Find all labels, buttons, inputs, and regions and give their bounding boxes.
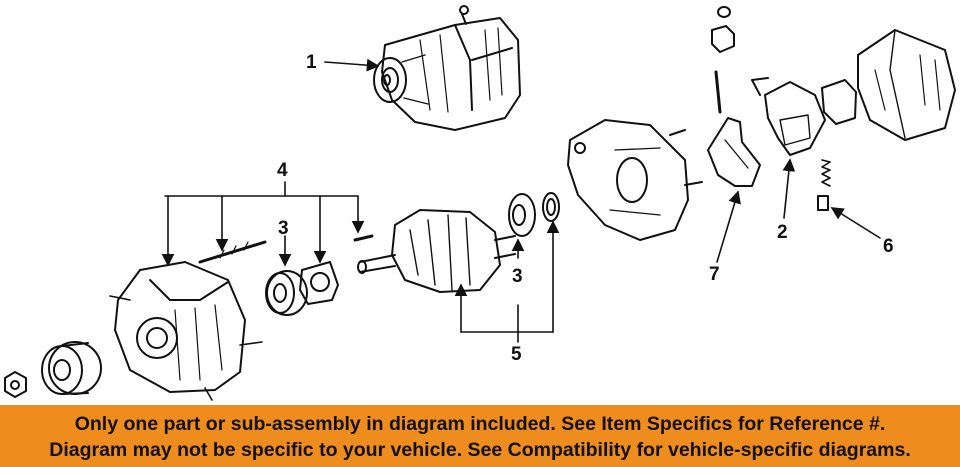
callout-3-left: 3 xyxy=(278,218,289,239)
terminal-insulator xyxy=(711,6,735,53)
through-bolt xyxy=(198,234,374,264)
pulley-nut xyxy=(4,371,27,398)
callout-1: 1 xyxy=(306,52,317,73)
callout-2: 2 xyxy=(777,222,788,243)
bearing-slip-ring-end xyxy=(508,193,536,237)
voltage-regulator xyxy=(751,77,826,156)
brush-spring xyxy=(821,159,831,187)
bearing-retainer xyxy=(299,261,339,305)
bearing-drive-end xyxy=(265,270,308,316)
bearing-cover xyxy=(542,192,560,222)
callout-3-right: 3 xyxy=(512,266,523,287)
drive-end-frame xyxy=(109,261,263,401)
rear-cover xyxy=(857,29,956,141)
callout-5: 5 xyxy=(511,344,522,365)
callout-7: 7 xyxy=(709,264,720,285)
regulator-connector xyxy=(821,79,857,125)
disclaimer-banner: Only one part or sub-assembly in diagram… xyxy=(0,405,960,467)
disclaimer-line-2: Diagram may not be specific to your vehi… xyxy=(49,439,911,461)
callout-6: 6 xyxy=(883,236,894,257)
pulley xyxy=(41,341,102,395)
rotor xyxy=(357,209,516,293)
rectifier-end-frame xyxy=(567,119,703,241)
alternator-assembly xyxy=(373,5,521,131)
leader-lines xyxy=(161,58,881,343)
brush xyxy=(817,195,829,211)
exploded-parts-diagram: 1 2 3 3 4 5 6 7 xyxy=(4,5,956,401)
callout-4: 4 xyxy=(277,160,288,181)
brush-holder xyxy=(707,70,761,187)
disclaimer-line-1: Only one part or sub-assembly in diagram… xyxy=(74,413,886,435)
